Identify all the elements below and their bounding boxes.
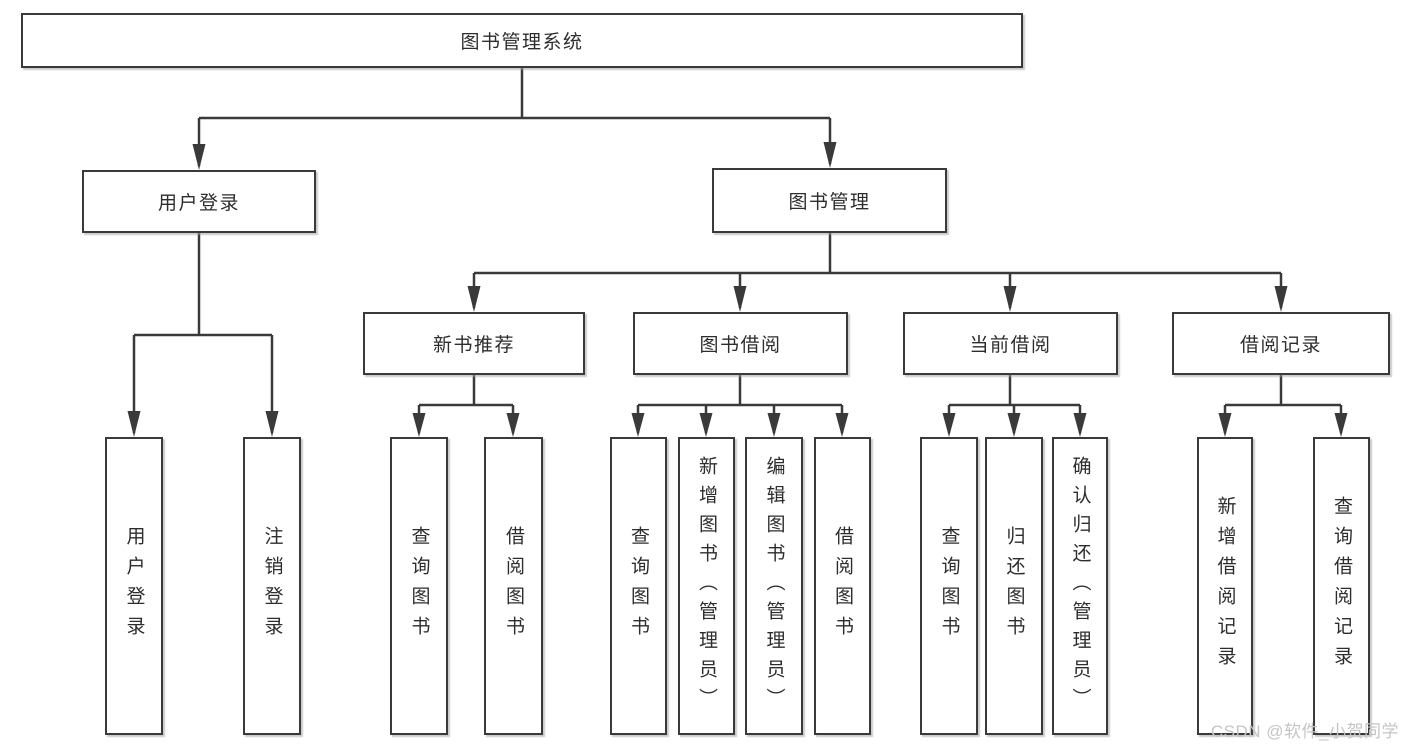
leaf-edit-book-admin: 编辑图书（管理员） (745, 437, 803, 735)
node-label: 查询借阅记录 (1331, 496, 1352, 676)
leaf-borrow-books-borrowing: 借阅图书 (814, 437, 871, 735)
node-label: 新增图书（管理员） (696, 455, 717, 717)
node-label: 用户登录 (157, 193, 240, 214)
node-label: 借阅图书 (503, 526, 524, 646)
node-book-borrowing: 图书借阅 (633, 312, 848, 375)
node-label: 归还图书 (1003, 526, 1025, 646)
node-label: 新增借阅记录 (1214, 496, 1236, 676)
connector-arrowheads (127, 142, 1348, 437)
node-user-login: 用户登录 (82, 170, 316, 233)
connector-edges (132, 68, 1343, 433)
node-label: 新书推荐 (432, 335, 515, 356)
leaf-add-book-admin: 新增图书（管理员） (678, 437, 735, 735)
leaf-query-books-borrowing: 查询图书 (610, 437, 667, 735)
node-library-management-system: 图书管理系统 (21, 13, 1023, 68)
leaf-user-login: 用户登录 (105, 437, 163, 735)
node-label: 借阅记录 (1239, 335, 1322, 356)
leaf-return-books: 归还图书 (985, 437, 1043, 735)
node-label: 图书管理系统 (460, 32, 584, 53)
leaf-query-books-recommend: 查询图书 (390, 437, 448, 735)
node-label: 用户登录 (123, 526, 145, 646)
node-label: 确认归还（管理员） (1069, 455, 1091, 717)
leaf-query-books-current: 查询图书 (920, 437, 978, 735)
leaf-add-borrow-record: 新增借阅记录 (1197, 437, 1253, 735)
leaf-query-borrow-record: 查询借阅记录 (1313, 437, 1370, 735)
leaf-borrow-books-recommend: 借阅图书 (484, 437, 543, 735)
csdn-watermark: CSDN @软件_小贺同学 (1210, 722, 1399, 741)
node-label: 查询图书 (408, 526, 430, 646)
node-label: 图书管理 (788, 192, 871, 213)
node-label: 编辑图书（管理员） (763, 455, 785, 717)
node-label: 当前借阅 (969, 335, 1052, 356)
node-current-borrowing: 当前借阅 (903, 312, 1118, 375)
node-label: 注销登录 (261, 526, 283, 646)
node-borrowing-records: 借阅记录 (1172, 312, 1390, 375)
node-new-book-recommend: 新书推荐 (363, 312, 585, 375)
leaf-confirm-return-admin: 确认归还（管理员） (1052, 437, 1108, 735)
leaf-logout: 注销登录 (243, 437, 301, 735)
node-label: 查询图书 (628, 526, 649, 646)
node-book-management: 图书管理 (712, 168, 947, 233)
node-label: 查询图书 (938, 526, 960, 646)
node-label: 借阅图书 (832, 526, 853, 646)
node-label: 图书借阅 (699, 335, 782, 356)
